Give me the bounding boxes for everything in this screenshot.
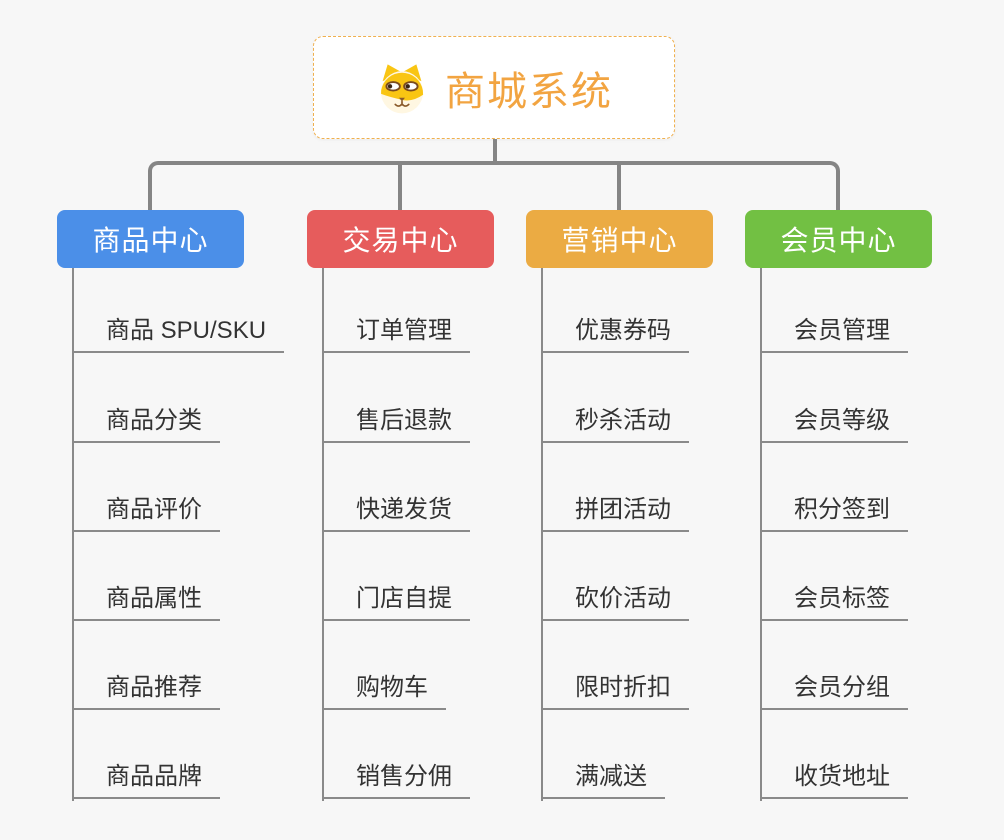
branch-trunk-members bbox=[760, 268, 762, 801]
connector-rail bbox=[148, 161, 840, 210]
topic-item[interactable]: 优惠券码 bbox=[541, 316, 689, 353]
branch-trunk-marketing bbox=[541, 268, 543, 801]
topic-item[interactable]: 会员等级 bbox=[760, 406, 908, 443]
topic-item[interactable]: 收货地址 bbox=[760, 762, 908, 799]
connector-branch2-stub bbox=[398, 163, 402, 210]
topic-item[interactable]: 会员管理 bbox=[760, 316, 908, 353]
branch-label: 营销中心 bbox=[561, 225, 678, 256]
branch-box-members[interactable]: 会员中心 bbox=[745, 210, 932, 268]
branch-label: 商品中心 bbox=[92, 225, 209, 256]
connector-branch3-stub bbox=[617, 163, 621, 210]
topic-item[interactable]: 积分签到 bbox=[760, 495, 908, 532]
topic-item[interactable]: 快递发货 bbox=[322, 495, 470, 532]
topic-item[interactable]: 商品分类 bbox=[72, 406, 220, 443]
topic-item[interactable]: 购物车 bbox=[322, 673, 446, 710]
branch-label: 会员中心 bbox=[780, 225, 897, 256]
branch-trunk-trade bbox=[322, 268, 324, 801]
root-node[interactable]: 商城系统 bbox=[313, 36, 675, 139]
topic-item[interactable]: 会员标签 bbox=[760, 584, 908, 621]
topic-item[interactable]: 售后退款 bbox=[322, 406, 470, 443]
topic-item[interactable]: 满减送 bbox=[541, 762, 665, 799]
connector-root-stub bbox=[493, 139, 497, 165]
dog-face-icon bbox=[375, 61, 429, 115]
topic-item[interactable]: 拼团活动 bbox=[541, 495, 689, 532]
topic-item[interactable]: 会员分组 bbox=[760, 673, 908, 710]
branch-box-trade[interactable]: 交易中心 bbox=[307, 210, 494, 268]
topic-item[interactable]: 销售分佣 bbox=[322, 762, 470, 799]
branch-label: 交易中心 bbox=[342, 225, 459, 256]
branch-box-products[interactable]: 商品中心 bbox=[57, 210, 244, 268]
topic-item[interactable]: 商品评价 bbox=[72, 495, 220, 532]
branch-box-marketing[interactable]: 营销中心 bbox=[526, 210, 713, 268]
branch-trunk-products bbox=[72, 268, 74, 801]
root-title: 商城系统 bbox=[445, 69, 613, 114]
topic-item[interactable]: 商品推荐 bbox=[72, 673, 220, 710]
topic-item[interactable]: 商品品牌 bbox=[72, 762, 220, 799]
topic-item[interactable]: 商品 SPU/SKU bbox=[72, 316, 285, 353]
topic-item[interactable]: 商品属性 bbox=[72, 584, 220, 621]
topic-item[interactable]: 秒杀活动 bbox=[541, 406, 689, 443]
topic-item[interactable]: 门店自提 bbox=[322, 584, 470, 621]
topic-item[interactable]: 订单管理 bbox=[322, 316, 470, 353]
topic-item[interactable]: 砍价活动 bbox=[541, 584, 689, 621]
topic-item[interactable]: 限时折扣 bbox=[541, 673, 689, 710]
